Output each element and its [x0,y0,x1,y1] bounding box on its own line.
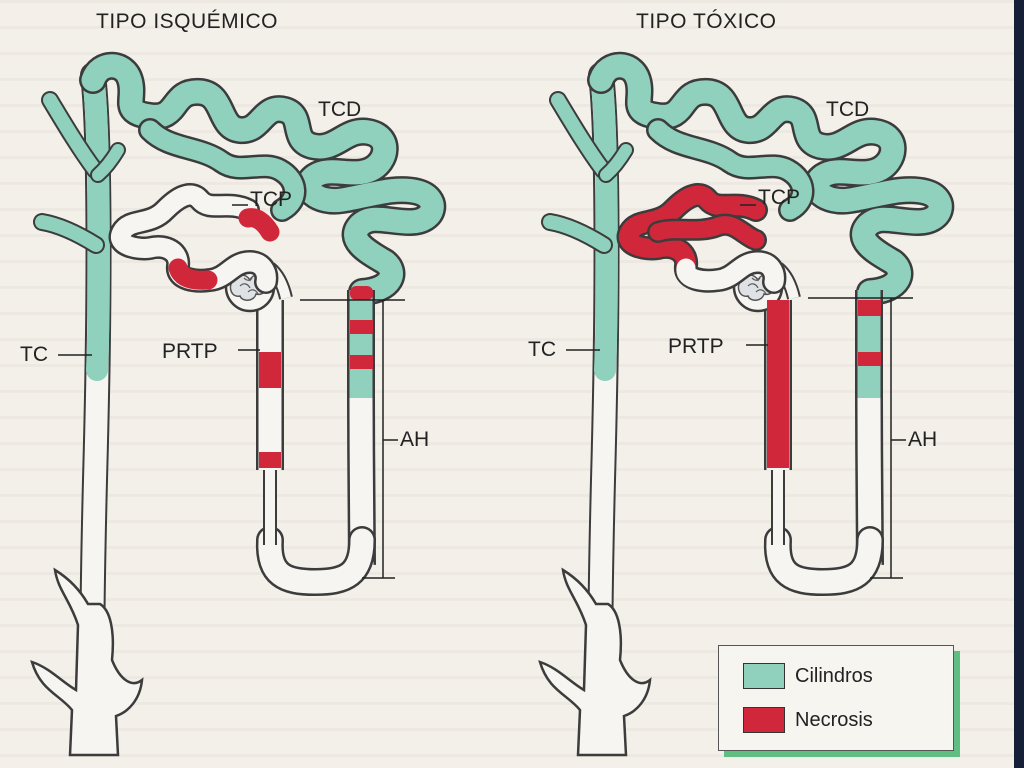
necrosis-swatch [743,707,785,733]
left-label-ah: AH [400,428,430,451]
right-label-tc: TC [528,338,556,361]
necrosis-band [350,320,373,334]
legend-item-necrosis: Necrosis [743,706,873,734]
right-label-tcd: TCD [826,98,870,121]
cilindros-swatch [743,663,785,689]
left-label-tcd: TCD [318,98,362,121]
right-diagram-title: TIPO TÓXICO [636,10,777,33]
slide-edge-bar [1014,0,1024,768]
legend-label: Cilindros [795,664,873,687]
necrosis-band [858,352,881,366]
necrosis-band [259,452,281,468]
right-nephron [540,66,940,755]
necrosis-band [259,352,281,388]
right-label-ah: AH [908,428,938,451]
left-diagram-title: TIPO ISQUÉMICO [96,10,279,33]
legend: Cilindros Necrosis [718,645,954,751]
left-label-tcp: TCP [250,188,292,211]
legend-item-cilindros: Cilindros [743,662,873,690]
left-nephron [32,66,432,755]
necrosis-band [350,355,373,369]
necrosis-segment [767,300,789,468]
necrosis-band [858,300,881,316]
left-label-prtp: PRTP [162,340,218,363]
necrosis-band [350,286,373,300]
right-label-tcp: TCP [758,186,800,209]
legend-label: Necrosis [795,708,873,731]
right-label-prtp: PRTP [668,335,724,358]
left-label-tc: TC [20,343,48,366]
